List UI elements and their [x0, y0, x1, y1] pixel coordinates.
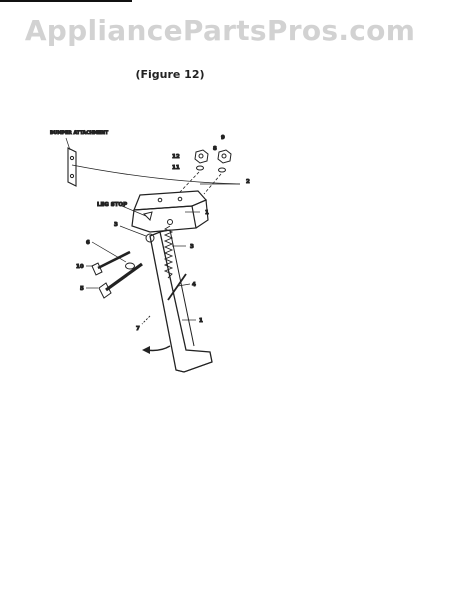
- kickstand-leg: [149, 229, 213, 373]
- label-part-3a: 3: [114, 222, 118, 228]
- washer-6: [125, 262, 135, 270]
- label-part-8: 8: [213, 146, 217, 152]
- label-leg-stop: LEG STOP: [97, 202, 127, 208]
- reference-line-2: [71, 164, 241, 185]
- return-spring: [163, 225, 174, 279]
- label-part-6: 6: [86, 240, 90, 246]
- label-part-1-top: 1: [205, 210, 209, 216]
- label-part-12: 12: [172, 154, 180, 160]
- alignment-dash-left: [179, 171, 200, 193]
- alignment-dash-right: [203, 173, 222, 195]
- watermark: AppliancePartsPros.com: [24, 14, 416, 47]
- label-part-3b: 3: [190, 244, 194, 250]
- washer-11: [196, 165, 204, 171]
- hex-nut-12: [194, 149, 209, 164]
- label-part-10: 10: [76, 264, 84, 270]
- label-part-2: 2: [246, 179, 250, 185]
- label-part-4: 4: [192, 282, 196, 288]
- label-part-1-leg: 1: [199, 318, 203, 324]
- pivot-point: [167, 219, 173, 225]
- header-rule: [0, 0, 132, 2]
- hex-nut-9: [217, 149, 232, 164]
- swing-direction-arrow: [142, 345, 171, 354]
- label-bumper-attachment: BUMPER ATTACHMENT: [50, 130, 109, 136]
- washer-8: [218, 167, 226, 173]
- bolt-5: [98, 262, 143, 299]
- bolt-10: [91, 250, 131, 276]
- screw-4: [167, 273, 187, 301]
- pivot-spacer-3: [145, 233, 155, 243]
- callout-arrow-3a: [119, 225, 147, 237]
- figure-title: (Figure 12): [135, 68, 205, 81]
- bumper-attachment-bracket: [67, 147, 77, 187]
- callout-arrow-6: [91, 241, 127, 263]
- callout-arrow-4: [177, 283, 191, 287]
- label-part-7: 7: [136, 326, 140, 332]
- bumper-callout-line: [65, 137, 71, 151]
- label-part-11: 11: [172, 165, 180, 171]
- cotter-pin-7: [141, 315, 151, 325]
- label-part-9: 9: [221, 135, 225, 141]
- mounting-bracket: [131, 190, 209, 233]
- label-part-5: 5: [80, 286, 84, 292]
- leg-stop-callout: [121, 205, 147, 217]
